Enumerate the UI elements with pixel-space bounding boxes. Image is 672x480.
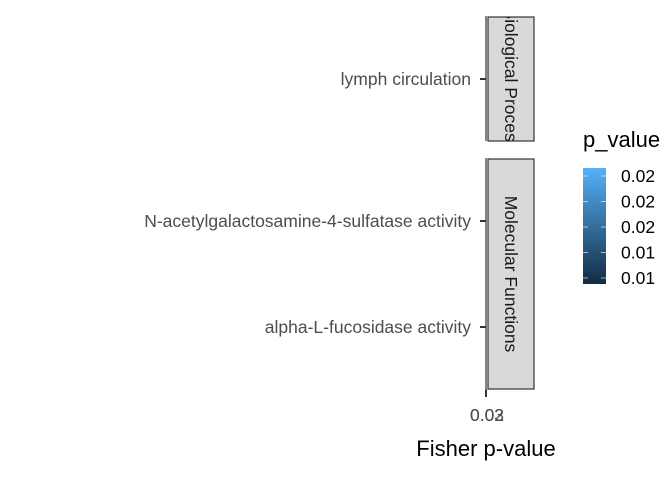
y-tick-label: alpha-L-fucosidase activity: [265, 317, 471, 337]
y-tick-label: lymph circulation: [341, 69, 471, 89]
legend-label: 0.02: [621, 217, 655, 237]
legend-labels: 0.02 0.02 0.02 0.01 0.01: [621, 166, 655, 288]
x-tick-label: 0.03: [470, 405, 504, 425]
facet-strip: [487, 158, 535, 390]
facet-molecular-functions: N-acetylgalactosamine-4-sulfatase activi…: [144, 158, 535, 390]
legend-label: 0.02: [621, 192, 655, 212]
facet-strip-label: Biological Process: [501, 8, 521, 151]
y-tick-label: N-acetylgalactosamine-4-sulfatase activi…: [144, 211, 471, 231]
legend-label: 0.01: [621, 243, 655, 263]
x-tick-label: 0.02: [470, 405, 504, 425]
legend: p_value 0.02 0.02 0.02 0.01 0.01: [583, 127, 660, 288]
legend-title: p_value: [583, 127, 660, 152]
legend-colorbar: [583, 168, 606, 284]
facet-strip-label: Molecular Functions: [501, 196, 521, 353]
x-axis-title: Fisher p-value: [416, 436, 555, 461]
facet-strip: [487, 16, 535, 142]
facet-biological-process: lymph circulation Biological Process: [341, 8, 535, 151]
legend-label: 0.02: [621, 166, 655, 186]
legend-label: 0.01: [621, 268, 655, 288]
legend-ticks: [583, 175, 606, 279]
x-axis: 0.02 0.03 Fisher p-value: [416, 389, 556, 461]
